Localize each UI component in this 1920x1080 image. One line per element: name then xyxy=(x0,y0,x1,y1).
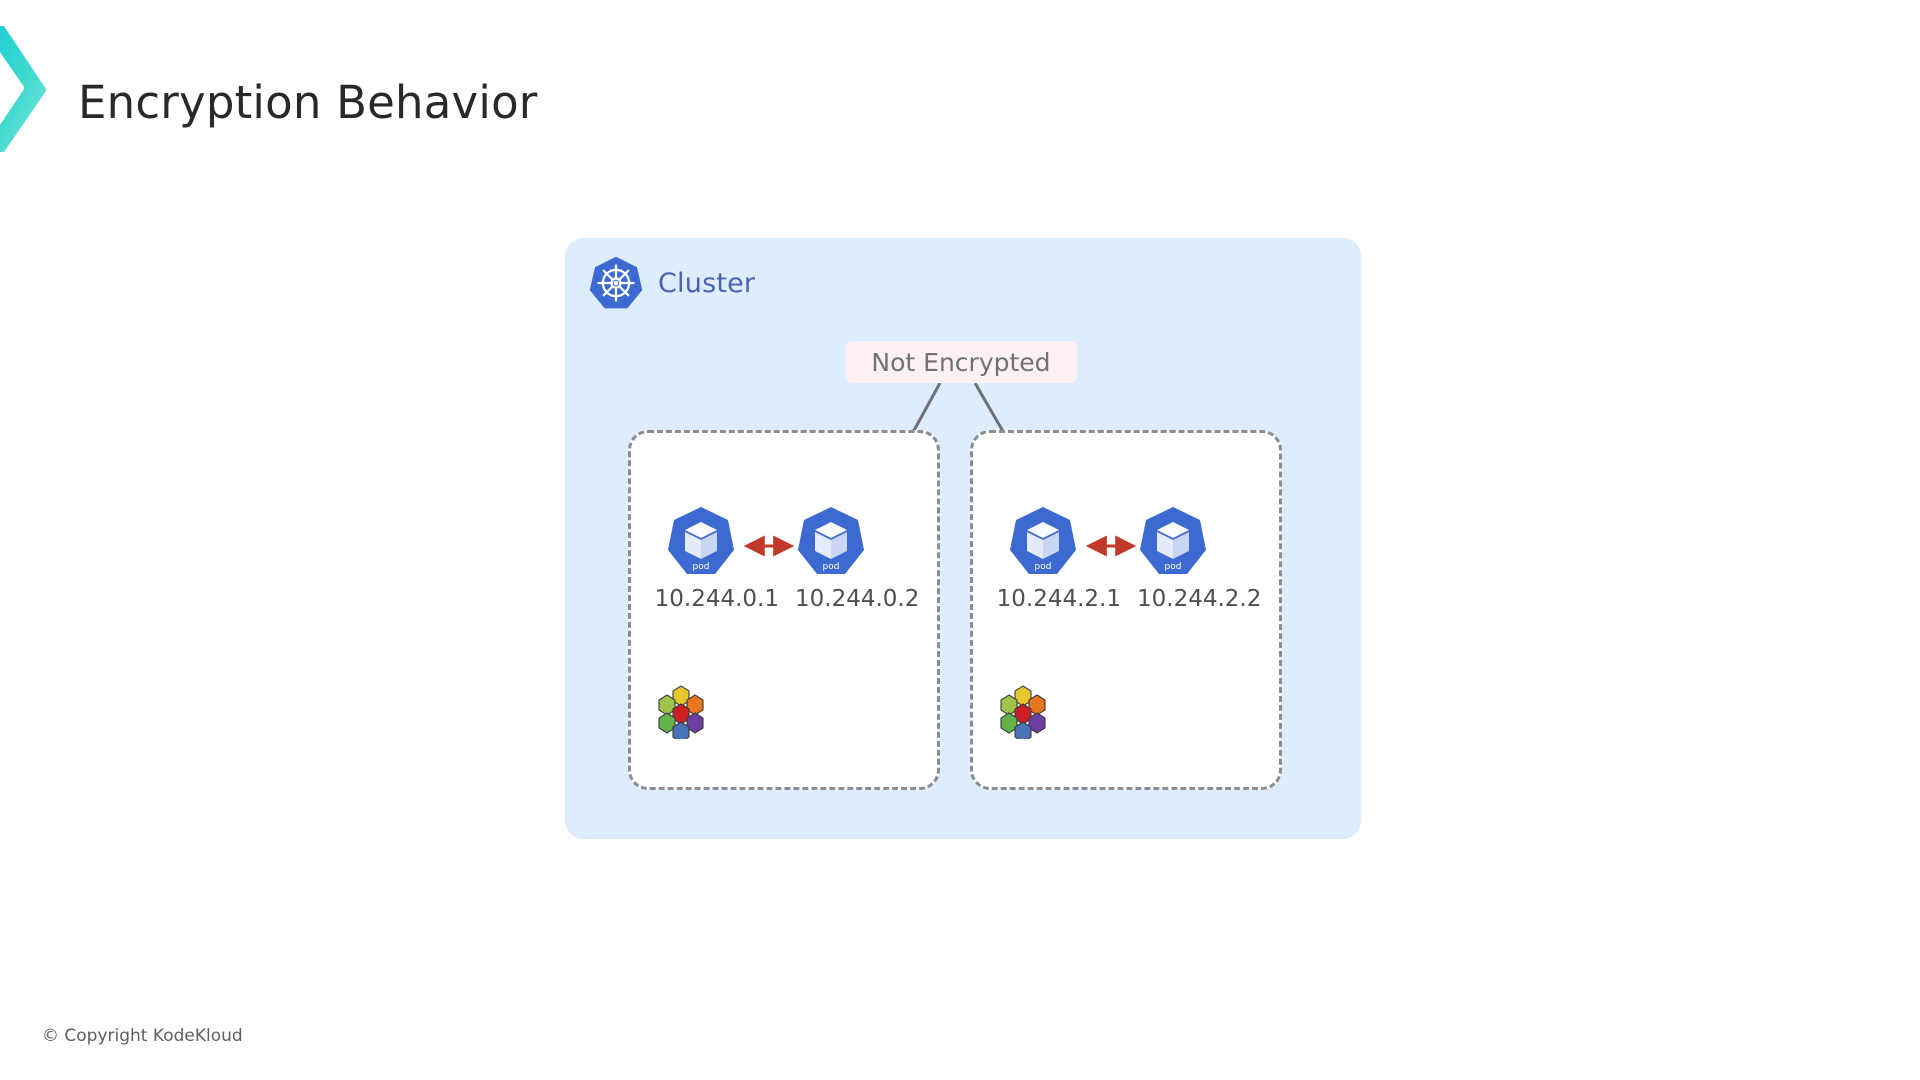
svg-text:pod: pod xyxy=(1165,562,1182,572)
kubernetes-pod-icon: pod xyxy=(665,505,737,577)
svg-text:pod: pod xyxy=(823,562,840,572)
kubernetes-pod-icon: pod xyxy=(795,505,867,577)
svg-text:pod: pod xyxy=(1035,562,1052,572)
status-badge: Not Encrypted xyxy=(845,341,1077,383)
cluster-header: Cluster xyxy=(588,255,755,311)
kubernetes-helm-wheel-icon xyxy=(588,255,644,311)
svg-text:pod: pod xyxy=(693,562,710,572)
pod-ip-label: 10.244.0.1 xyxy=(654,586,779,612)
kubernetes-pod-icon: pod xyxy=(1137,505,1209,577)
pod-traffic-arrow xyxy=(743,535,795,557)
status-badge-label: Not Encrypted xyxy=(871,347,1051,377)
cilium-honeycomb-icon xyxy=(653,683,709,739)
footer-copyright: © Copyright KodeKloud xyxy=(42,1026,243,1046)
node-box-left: pod pod xyxy=(628,430,940,790)
node-box-right: pod pod xyxy=(970,430,1282,790)
ip-label-row: 10.244.0.1 10.244.0.2 xyxy=(631,586,943,612)
pod-traffic-arrow xyxy=(1085,535,1137,557)
page-title: Encryption Behavior xyxy=(78,76,538,129)
pod-ip-label: 10.244.2.2 xyxy=(1137,586,1262,612)
pod-ip-label: 10.244.0.2 xyxy=(795,586,920,612)
ip-label-row: 10.244.2.1 10.244.2.2 xyxy=(973,586,1285,612)
pod-ip-label: 10.244.2.1 xyxy=(996,586,1121,612)
cluster-label: Cluster xyxy=(658,267,756,299)
kubernetes-pod-icon: pod xyxy=(1007,505,1079,577)
cilium-honeycomb-icon xyxy=(995,683,1051,739)
chevron-right-icon xyxy=(0,24,58,154)
